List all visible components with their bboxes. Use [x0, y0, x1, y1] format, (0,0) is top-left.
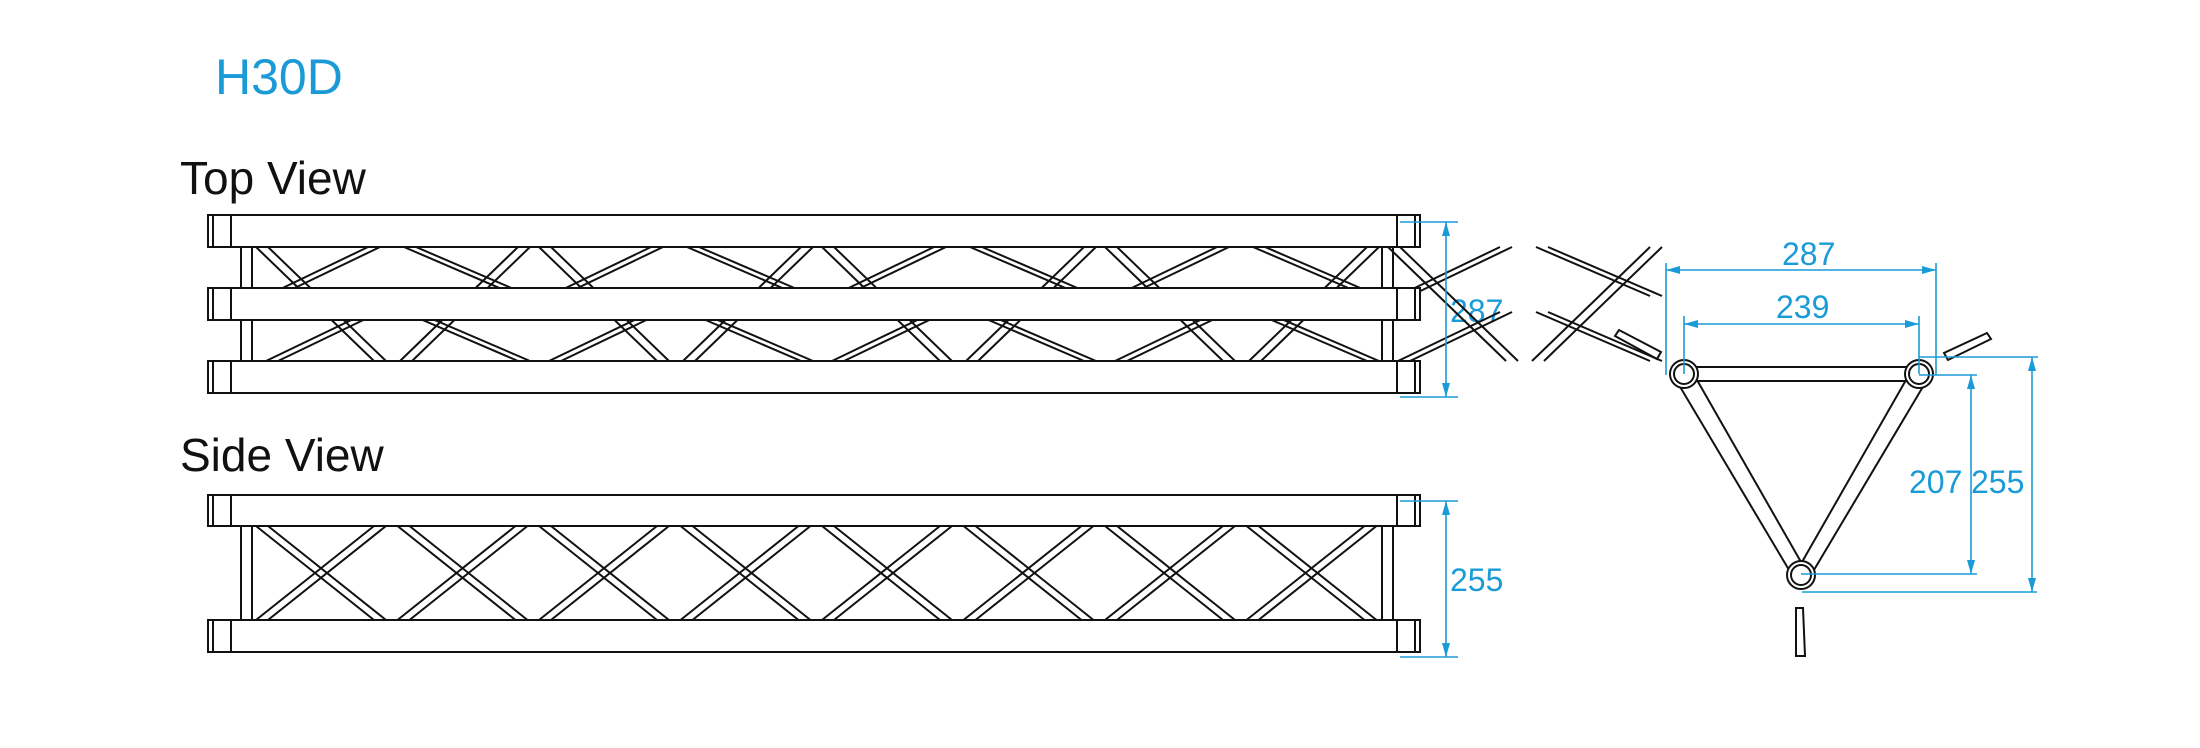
top-view-upper-chord-right-end-cap [1396, 214, 1421, 248]
long-diagonal [1387, 246, 1507, 362]
left-connector-pin-icon [1613, 328, 1663, 361]
side-diagonal [550, 525, 670, 621]
long-diagonal [1531, 246, 1651, 362]
side-view-lower-chord-right-end-cap [1396, 619, 1421, 653]
side-diagonal [267, 525, 387, 621]
section-inner-height-dimension: 207 [1909, 464, 1963, 500]
side-diagonal [1116, 525, 1236, 621]
side-view-height-dimension: 255 [1450, 562, 1504, 598]
side-diagonal [691, 525, 812, 621]
side-diagonal [974, 525, 1095, 621]
side-view-label: Side View [180, 429, 384, 481]
dim-239-width [1683, 316, 1920, 374]
left-leg-inner [1696, 379, 1802, 563]
top-view-middle-chord-left-end-cap [207, 287, 232, 321]
right-connector-pin-icon [1942, 331, 1993, 362]
short-diagonal [1535, 311, 1651, 362]
dim-287-width [1665, 263, 1937, 375]
right-leg-inner [1801, 379, 1907, 563]
side-diagonal [255, 525, 375, 621]
short-diagonal [1409, 311, 1513, 362]
dim-207-height [1801, 374, 1977, 575]
chord-bottom-circle [1786, 560, 1816, 590]
side-view-upper-chord-left-end-cap [207, 494, 232, 527]
short-diagonal [1547, 246, 1663, 297]
side-diagonal [833, 525, 953, 621]
side-view-truss [207, 494, 1421, 653]
top-view-truss [207, 214, 1663, 394]
left-leg-outer [1678, 384, 1796, 581]
short-diagonal [1397, 311, 1501, 362]
side-diagonal [1104, 525, 1224, 621]
side-diagonal [679, 525, 800, 621]
top-view-middle-chord-right-end-cap [1396, 287, 1421, 321]
short-diagonal [1535, 246, 1651, 297]
section-outer-height-dimension: 255 [1971, 464, 2025, 500]
section-view-truss [1613, 263, 2038, 657]
bottom-connector-pin-icon [1795, 607, 1807, 657]
top-view-lower-chord-right-end-cap [1396, 360, 1421, 394]
dim-side-view-255 [1400, 500, 1458, 658]
short-diagonal [1547, 311, 1663, 362]
side-view-upper-chord-right-end-cap [1396, 494, 1421, 527]
top-view-upper-chord-left-end-cap [207, 214, 232, 248]
side-view-upper-chord [230, 494, 1398, 527]
side-diagonal [408, 525, 529, 621]
side-diagonal [821, 525, 941, 621]
top-view-lower-chord-left-end-cap [207, 360, 232, 394]
side-diagonal [1245, 525, 1366, 621]
short-diagonal [1409, 246, 1513, 297]
side-view-lower-chord-left-end-cap [207, 619, 232, 653]
elevation-dimensions [1400, 221, 1458, 658]
section-inner-width-dimension: 239 [1776, 289, 1830, 325]
product-title: H30D [215, 49, 343, 105]
right-leg-outer [1807, 384, 1925, 581]
section-outer-width-dimension: 287 [1782, 236, 1836, 272]
side-diagonal [962, 525, 1083, 621]
top-view-label: Top View [180, 152, 366, 204]
long-diagonal [1543, 246, 1663, 362]
top-view-upper-chord [230, 214, 1398, 248]
side-view-lower-chord [230, 619, 1398, 653]
dim-top-view-287 [1400, 221, 1458, 398]
top-view-lower-chord [230, 360, 1398, 394]
side-diagonal [1257, 525, 1378, 621]
top-view-middle-chord [230, 287, 1398, 321]
dim-255-height [1802, 356, 2038, 593]
long-diagonal [1399, 246, 1519, 362]
side-diagonal [396, 525, 517, 621]
side-diagonal [538, 525, 658, 621]
